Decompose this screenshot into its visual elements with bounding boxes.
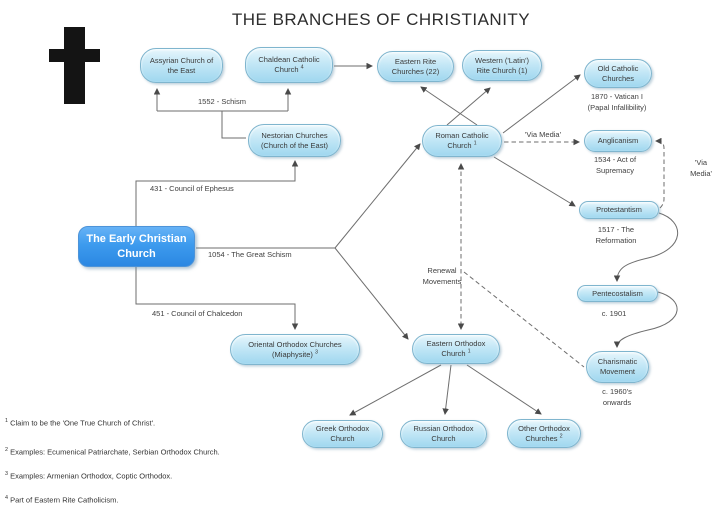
node-oriental-orthodox-churches: Oriental Orthodox Churches (Miaphysite) …: [230, 334, 360, 365]
node-label: Assyrian Church of the East: [149, 55, 214, 75]
node-russian-orthodox-church: Russian Orthodox Church: [400, 420, 487, 448]
node-charismatic-movement: Charismatic Movement: [586, 351, 649, 383]
edge-rcc-to-western-rite: [446, 87, 491, 126]
node-greek-orthodox-church: Greek Orthodox Church: [302, 420, 383, 448]
footnote-1: 1 Claim to be the 'One True Church of Ch…: [5, 418, 156, 428]
node-pentecostalism: Pentecostalism: [577, 285, 658, 302]
node-label: Pentecostalism: [592, 288, 643, 298]
node-label: Eastern Orthodox Church 1: [426, 339, 486, 358]
node-early-christian-church: The Early Christian Church: [78, 226, 195, 267]
node-nestorian-churches: Nestorian Churches (Church of the East): [248, 124, 341, 157]
node-protestantism: Protestantism: [579, 201, 659, 219]
edge-rcc-to-protestantism: [493, 156, 576, 207]
edge-431-ephesus: [135, 160, 299, 226]
node-chaldean-catholic-church: Chaldean Catholic Church 4: [245, 47, 333, 83]
edge-label-renewal-movements: Renewal Movements: [422, 266, 462, 286]
node-eastern-rite-churches: Eastern Rite Churches (22): [377, 51, 454, 82]
edge-label-1534-supremacy: 1534 - Act of Supremacy: [593, 155, 637, 175]
node-old-catholic-churches: Old Catholic Churches: [584, 59, 652, 88]
footnote-4: 4 Part of Eastern Rite Catholicism.: [5, 495, 119, 505]
node-western-latin-rite-church: Western ('Latin') Rite Church (1): [462, 50, 542, 81]
christian-cross-icon: [49, 49, 100, 62]
node-roman-catholic-church: Roman Catholic Church 1: [422, 125, 502, 157]
node-label: Roman Catholic Church 1: [435, 131, 489, 150]
node-label: Old Catholic Churches: [597, 63, 639, 83]
node-label: Protestantism: [596, 205, 642, 215]
edge-label-c1960s: c. 1960's onwards: [602, 387, 632, 407]
edge-label-c1901: c. 1901: [601, 309, 627, 318]
node-label: Western ('Latin') Rite Church (1): [475, 55, 529, 75]
node-eastern-orthodox-church: Eastern Orthodox Church 1: [412, 334, 500, 364]
edge-1054-to-eastern-orthodox: [334, 247, 409, 340]
edge-451-chalcedon: [135, 267, 299, 330]
node-label: Oriental Orthodox Churches (Miaphysite) …: [248, 339, 342, 359]
edge-1054-to-roman-catholic: [334, 143, 421, 249]
node-label: Nestorian Churches (Church of the East): [260, 130, 329, 150]
edge-via-media-protestantism-to-anglicanism: [655, 137, 665, 209]
edge-label-1870-vatican: 1870 - Vatican I (Papal Infallibility): [587, 92, 647, 112]
node-label: Greek Orthodox Church: [315, 424, 370, 443]
edge-schism-from-nestorian: [221, 111, 246, 139]
node-label: Other Orthodox Churches 2: [518, 423, 570, 443]
edge-rcc-to-eastern-rite: [420, 86, 478, 126]
edge-label-via-media-right: 'Via Media': [690, 158, 712, 178]
node-label: Chaldean Catholic Church 4: [258, 55, 320, 74]
edge-rcc-to-old-catholic: [502, 74, 581, 134]
edge-eoc-to-russian: [442, 364, 452, 415]
edge-label-1054-great-schism: 1054 - The Great Schism: [208, 250, 292, 259]
page-title: THE BRANCHES OF CHRISTIANITY: [231, 10, 531, 29]
node-label: Anglicanism: [597, 136, 639, 146]
edge-pentecostalism-to-charismatic: [613, 291, 678, 348]
edge-eoc-to-other: [466, 364, 542, 415]
node-assyrian-church: Assyrian Church of the East: [140, 48, 223, 83]
node-label: Eastern Rite Churches (22): [391, 56, 440, 76]
node-other-orthodox-churches: Other Orthodox Churches 2: [507, 419, 581, 448]
edge-label-1552-schism: 1552 - Schism: [198, 97, 246, 106]
edge-eoc-to-greek: [349, 364, 442, 416]
footnote-3: 3 Examples: Armenian Orthodox, Coptic Or…: [5, 471, 173, 481]
node-label: Russian Orthodox Church: [413, 424, 474, 443]
edge-label-via-media-left: 'Via Media': [524, 130, 562, 139]
edge-label-451-chalcedon: 451 - Council of Chalcedon: [152, 309, 243, 318]
edge-label-1517-reformation: 1517 - The Reformation: [595, 225, 637, 245]
node-anglicanism: Anglicanism: [584, 130, 652, 152]
node-label: The Early Christian Church: [86, 232, 187, 260]
node-label: Charismatic Movement: [597, 357, 638, 376]
christian-cross-icon: [64, 27, 85, 104]
edge-protestantism-to-pentecostalism: [613, 212, 678, 282]
edge-label-431-ephesus: 431 - Council of Ephesus: [150, 184, 234, 193]
edge-renewal-to-charismatic: [463, 271, 585, 368]
footnote-2: 2 Examples: Ecumenical Patriarchate, Ser…: [5, 447, 220, 457]
